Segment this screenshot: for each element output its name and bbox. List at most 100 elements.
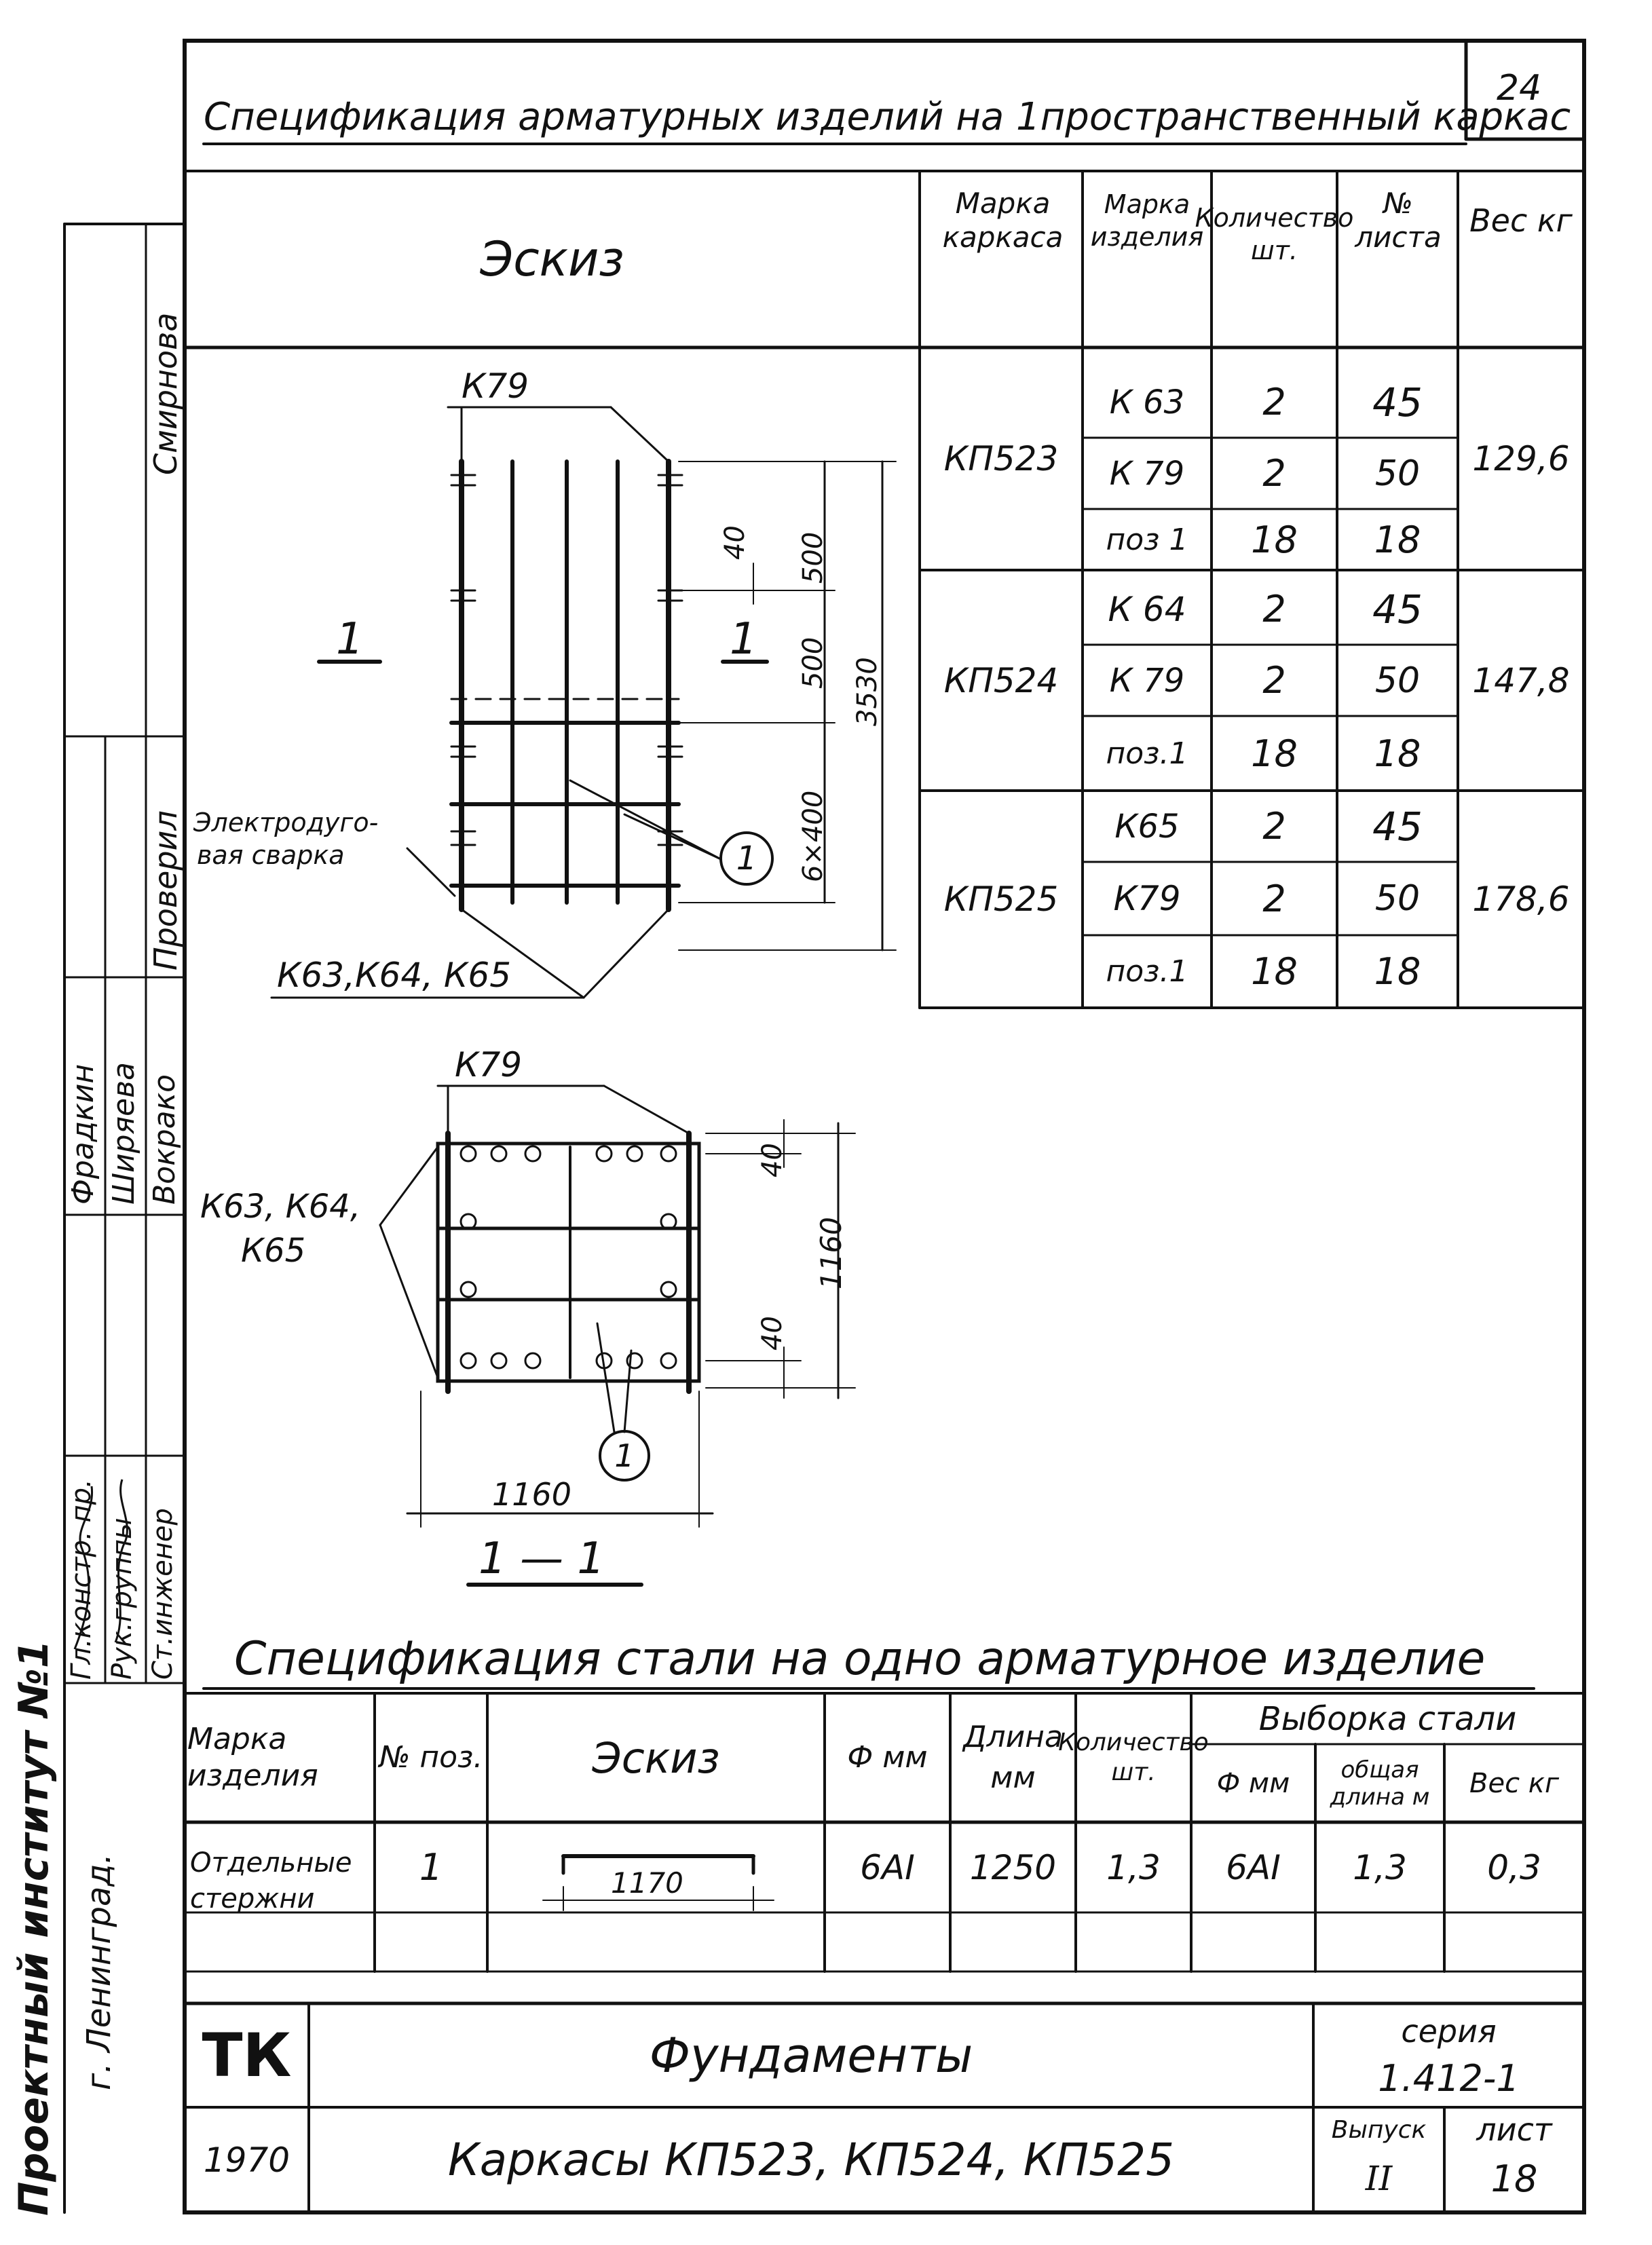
- title-block-description: Каркасы КП523, КП524, КП525: [447, 2134, 1175, 2186]
- section-dim-40-top: 40: [757, 1143, 788, 1177]
- table-row-item: поз.1: [1106, 954, 1188, 989]
- table-row-item: К 79: [1109, 454, 1185, 493]
- table-row-sheet: 18: [1374, 518, 1421, 561]
- stamp-role-chief: Гл.констр. пр.: [66, 1479, 97, 1680]
- steel-spec-title: Спецификация стали на одно арматурное из…: [234, 1632, 1486, 1686]
- section-side-label-1: К63, К64,: [200, 1188, 361, 1226]
- steel-row-sel-weight: 0,3: [1487, 1847, 1541, 1887]
- dim-6x400: 6×400: [797, 790, 829, 882]
- steel-header-length: Длина мм: [963, 1720, 1063, 1795]
- title-block-issue-value: II: [1365, 2159, 1393, 2198]
- steel-row-item-1: Отдельные: [190, 1847, 352, 1879]
- spec-header-weight: Вес кг: [1469, 202, 1573, 239]
- dim-500-mid: 500: [797, 637, 829, 689]
- stamp-check-name: Смирнова: [147, 312, 184, 475]
- table-row-qty: 18: [1251, 732, 1298, 775]
- spec-header-frame-mark: Марка каркаса: [942, 187, 1064, 254]
- title-block-year: 1970: [203, 2140, 290, 2180]
- steel-row-sketch-dim: 1170: [611, 1866, 683, 1900]
- table-row-item: К79: [1113, 879, 1181, 918]
- table-row-item: К 63: [1109, 383, 1185, 421]
- spec-header-quantity: Количество шт.: [1195, 203, 1354, 265]
- frame-mark-kp525: КП525: [943, 880, 1059, 919]
- table-row-qty: 2: [1262, 381, 1286, 423]
- section-side-label-2: К65: [241, 1232, 306, 1270]
- stamp-name-engineer: Вокрако: [147, 1074, 182, 1205]
- elevation-pos-callout: 1: [736, 839, 757, 878]
- stamp-city: г. Ленинград.: [80, 1853, 118, 2090]
- section-dim-1160-bottom: 1160: [492, 1476, 572, 1513]
- elevation-k79-label: К79: [462, 366, 529, 406]
- steel-header-item-mark: Марка изделия: [187, 1722, 318, 1793]
- steel-header-quantity: Количество шт.: [1058, 1729, 1209, 1786]
- weight-kp525: 178,6: [1472, 880, 1570, 919]
- steel-row-length: 1250: [969, 1847, 1057, 1887]
- steel-header-sel-diameter: Ф мм: [1216, 1767, 1290, 1799]
- table-row-sheet: 18: [1374, 950, 1421, 993]
- title-block-series-label: серия: [1401, 2013, 1497, 2050]
- steel-header-pos: № поз.: [379, 1740, 483, 1775]
- spec-header-item-mark: Марка изделия: [1090, 189, 1204, 252]
- elevation-bottom-label: К63,К64, К65: [277, 956, 512, 995]
- steel-header-sel-weight: Вес кг: [1469, 1767, 1559, 1799]
- title-block-subject: Фундаменты: [649, 2027, 973, 2083]
- stamp-role-group: Рук.группы: [107, 1517, 138, 1680]
- table-row-item: К 64: [1108, 589, 1186, 629]
- section-title: 1 — 1: [478, 1534, 605, 1584]
- table-row-qty: 2: [1262, 805, 1286, 848]
- dim-40: 40: [719, 525, 751, 560]
- table-row-sheet: 45: [1372, 586, 1423, 633]
- table-row-sheet: 45: [1372, 379, 1423, 426]
- frame-mark-kp524: КП524: [943, 660, 1059, 700]
- section-dim-40-bottom: 40: [757, 1316, 788, 1351]
- table-row-sheet: 50: [1374, 453, 1421, 494]
- spec-header-sheet-no: № листа: [1355, 187, 1442, 254]
- steel-row-diameter: 6АI: [860, 1847, 915, 1887]
- steel-header-diameter: Ф мм: [847, 1740, 928, 1775]
- title-block-series-value: 1.412-1: [1378, 2057, 1520, 2100]
- table-row-qty: 18: [1251, 518, 1298, 561]
- table-row-sheet: 50: [1374, 878, 1421, 919]
- table-row-qty: 18: [1251, 950, 1298, 993]
- steel-row-quantity: 1,3: [1106, 1847, 1161, 1887]
- stamp-name-group: Ширяева: [107, 1061, 141, 1205]
- steel-header-sel-total-length: общая длина м: [1330, 1756, 1430, 1811]
- title-block-sheet-label: лист: [1476, 2111, 1552, 2148]
- title-block-issue-label: Выпуск: [1331, 2115, 1427, 2144]
- title-block-sheet-value: 18: [1490, 2157, 1538, 2200]
- stamp-check-label: Проверил: [147, 810, 184, 970]
- dim-3530: 3530: [852, 657, 883, 726]
- table-row-sheet: 50: [1374, 660, 1421, 701]
- dim-500-top: 500: [797, 531, 829, 584]
- steel-header-selection: Выборка стали: [1258, 1699, 1517, 1738]
- steel-row-pos: 1: [419, 1846, 443, 1889]
- title-block-code: ТК: [202, 2020, 292, 2090]
- table-row-sheet: 18: [1374, 732, 1421, 775]
- weight-kp524: 147,8: [1472, 660, 1570, 700]
- section-k79-label: К79: [455, 1045, 523, 1084]
- weld-label-line-2: вая сварка: [197, 840, 345, 870]
- steel-row-sel-total-length: 1,3: [1353, 1847, 1407, 1887]
- table-row-qty: 2: [1262, 659, 1286, 702]
- table-row-item: К 79: [1109, 661, 1185, 700]
- section-mark-right: 1: [730, 614, 757, 664]
- table-row-item: поз.1: [1106, 736, 1188, 771]
- sheet-title: Спецификация арматурных изделий на 1прос…: [204, 95, 1571, 139]
- table-row-qty: 2: [1262, 877, 1286, 920]
- steel-row-item-2: стержни: [190, 1883, 315, 1914]
- steel-header-sketch: Эскиз: [592, 1733, 720, 1783]
- stamp-institute: Проектный институт №1: [10, 1640, 58, 2216]
- section-dim-1160-right: 1160: [814, 1217, 848, 1289]
- weld-label-line-1: Электродуго-: [193, 808, 379, 837]
- section-mark-left: 1: [336, 614, 364, 664]
- table-row-item: К65: [1114, 807, 1180, 846]
- steel-row-sel-diameter: 6АI: [1226, 1847, 1281, 1887]
- stamp-name-chief: Фрадкин: [66, 1063, 100, 1205]
- table-row-qty: 2: [1262, 588, 1286, 630]
- section-pos-callout: 1: [614, 1437, 635, 1474]
- page-number: 24: [1497, 68, 1542, 109]
- spec-header-sketch: Эскиз: [480, 231, 624, 287]
- table-row-sheet: 45: [1372, 803, 1423, 850]
- frame-mark-kp523: КП523: [943, 439, 1059, 478]
